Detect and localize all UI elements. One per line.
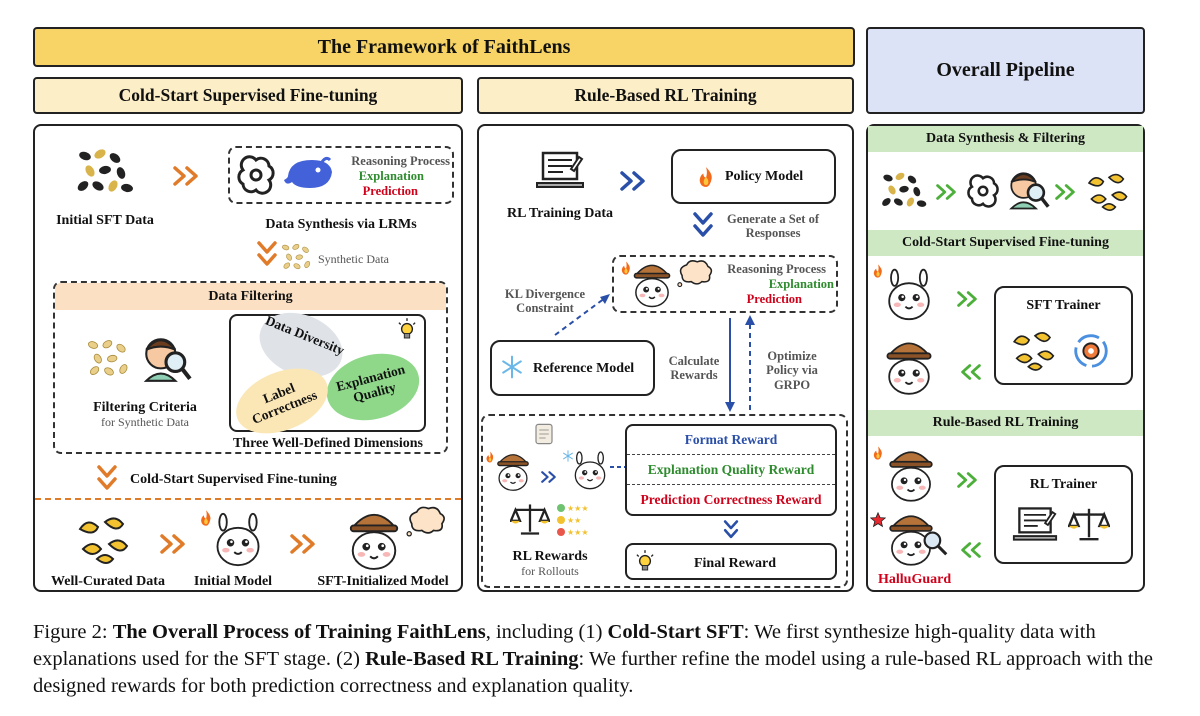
detective-alpaca-icon [882,334,936,396]
filtering-criteria-label: Filtering Criteria [93,400,197,415]
final-reward-box [625,543,837,580]
sft-trainer-box [994,286,1133,385]
rl-trainer-label: RL Trainer [1029,477,1098,492]
scale-icon [1068,505,1110,543]
openai-icon [966,174,1000,208]
prediction-correctness-reward-label: Prediction Correctness Reward [640,492,822,507]
alpaca-icon [882,265,936,323]
caption-text: : We first synthesize high-quality data … [33,621,1096,671]
synthetic-data-label: Synthetic Data [318,252,389,266]
chevron-left-icon [957,363,981,381]
sft-initialized-label: SFT-Initialized Model [317,574,449,589]
left-section-header: Cold-Start Supervised Fine-tuning [33,77,463,114]
reference-model-box [490,340,655,396]
star-icon [870,512,886,528]
reward-divider [627,484,835,485]
reference-model-label: Reference Model [533,361,635,376]
policy-model-label: Policy Model [725,169,804,184]
for-synthetic-data-label: for Synthetic Data [101,415,189,429]
rule-based-rl-bar: Rule-Based RL Training [868,410,1143,436]
format-reward-label: Format Reward [684,432,778,447]
chevron-right-icon [957,290,981,308]
alpaca-icon [570,448,610,492]
detective-alpaca-icon [885,444,937,502]
caption-bold-sft: Cold-Start SFT [607,621,744,643]
shells-icon [1010,328,1060,372]
explanation-label: Explanation [768,277,834,291]
prediction-label: Prediction [362,184,418,198]
well-curated-label: Well-Curated Data [51,574,165,589]
data-filtering-header: Data Filtering [55,283,446,310]
rl-trainer-box [994,465,1133,564]
sft-trainer-label: SFT Trainer [1026,298,1101,313]
caption-prefix: Figure 2: [33,621,113,643]
data-synthesis-label: Data Synthesis via LRMs [265,217,417,232]
ratings-icon [556,503,596,537]
lightbulb-icon [636,550,654,572]
shells-icon [1085,170,1133,212]
halluguard-label: HalluGuard [878,572,952,587]
magnifier-icon [922,530,948,556]
laptop-document-icon [1012,504,1058,546]
framework-title: The Framework of FaithLens [33,27,855,67]
flame-icon [872,445,884,461]
calculate-rewards-label: Calculate Rewards [668,354,720,383]
chevron-right-icon [936,183,960,201]
policy-model-box [671,149,836,204]
initial-model-label: Initial Model [193,574,273,589]
chevron-down-icon [722,520,740,542]
reward-divider [627,454,835,455]
snowflake-icon [562,450,574,462]
caption-bold-rl: Rule-Based RL Training [365,648,579,671]
cold-start-sft-label: Cold-Start Supervised Fine-tuning [130,472,337,487]
lrm-output-box [228,146,454,204]
data-filtering-box [53,281,448,454]
chevron-right-icon [1055,183,1079,201]
cold-start-sft-bar: Cold-Start Supervised Fine-tuning [868,230,1143,256]
rewards-area [481,414,848,588]
rl-rewards-label: RL Rewards [512,549,588,564]
snowflake-icon [500,355,524,379]
scale-icon [510,500,550,538]
final-reward-label: Final Reward [693,556,777,571]
middle-section-header: Rule-Based RL Training [477,77,854,114]
chevron-right-icon [957,471,981,489]
explanation-quality-reward-label: Explanation Quality Reward [647,462,815,477]
divider [35,498,461,500]
explanation-label: Explanation [358,169,424,183]
scroll-icon [532,422,556,446]
initial-sft-data-label: Initial SFT Data [56,213,154,228]
caption-text: , including (1) [485,621,608,643]
reasoning-process-label: Reasoning Process [351,154,450,168]
optimize-policy-label: Optimize Policy via GRPO [766,349,818,392]
three-dimensions-label: Three Well-Defined Dimensions [232,436,424,451]
chevron-right-icon [541,470,559,484]
generate-responses-label: Generate a Set of Responses [727,212,819,241]
pipeline-title: Overall Pipeline [866,27,1145,114]
gear-cycle-icon [1070,330,1112,372]
responses-box [612,255,838,313]
prediction-label: Prediction [746,292,802,306]
detective-alpaca-icon [494,448,532,492]
for-rollouts-label: for Rollouts [521,564,579,578]
seeds-dark-icon [880,170,928,210]
caption-text: : We further refine the model using a ru… [33,648,1153,698]
detective-person-icon [1006,168,1050,212]
caption-bold-title: The Overall Process of Training FaithLen… [112,621,486,643]
chevron-left-icon [957,541,981,559]
figure-caption: Figure 2: The Overall Process of Trainin… [33,619,1153,700]
reasoning-process-label: Reasoning Process [727,262,826,276]
data-synthesis-filtering-bar: Data Synthesis & Filtering [868,126,1143,152]
reward-components-box [625,424,837,516]
rl-training-data-label: RL Training Data [506,206,614,221]
kl-divergence-label: KL Divergence Constraint [504,287,586,316]
